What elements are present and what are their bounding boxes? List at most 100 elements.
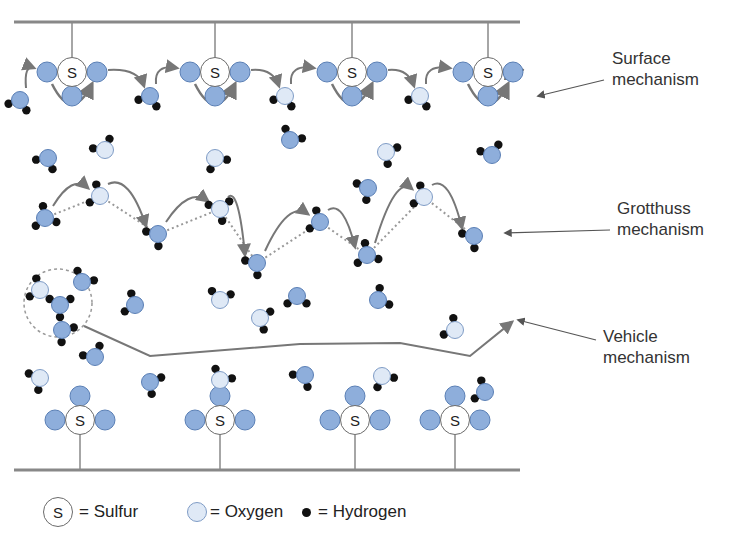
oxygen-atom: [312, 214, 329, 231]
oxygen-atom: [320, 410, 340, 430]
oxygen-atom: [370, 410, 390, 430]
hop-arrow: [251, 70, 279, 86]
hydrogen-atom: [228, 374, 236, 382]
hydrogen-atom: [253, 271, 261, 279]
oxygen-atom: [207, 150, 224, 167]
hydrogen-bond: [257, 222, 320, 263]
oxygen-atom: [92, 188, 109, 205]
sulfur-atom: S: [65, 405, 95, 435]
oxygen-atom: [127, 297, 144, 314]
hydrogen-atom: [223, 155, 231, 163]
hydrogen-atom: [32, 155, 40, 163]
hydrogen-atom: [470, 244, 478, 252]
atom-symbol: S: [75, 413, 85, 428]
hop-arrow: [265, 211, 308, 251]
hydrogen-atom: [298, 134, 306, 142]
legend-text: = Sulfur: [79, 503, 138, 520]
sulfur-atom: S: [340, 405, 370, 435]
atom-symbol: S: [483, 65, 493, 80]
oxygen-atom: [185, 410, 205, 430]
oxygen-atom: [249, 255, 266, 272]
oxygen-atom: [45, 410, 65, 430]
oxygen-atom: [359, 247, 376, 264]
oxygen-atom: [360, 180, 377, 197]
oxygen-atom: [466, 228, 483, 245]
bond-stem: [214, 22, 216, 57]
oxygen-atom: [447, 322, 464, 339]
hydrogen-atom: [147, 390, 155, 398]
oxygen-atom: [212, 372, 229, 389]
bond-stem: [79, 435, 81, 470]
oxygen-atom: [420, 410, 440, 430]
legend-swatch: [302, 508, 311, 517]
atom-symbol: S: [53, 505, 63, 520]
bond-stem: [487, 22, 489, 57]
oxygen-atom: [32, 282, 49, 299]
oxygen-atom: [12, 92, 29, 109]
oxygen-atom: [503, 62, 523, 82]
bond-stem: [351, 22, 353, 57]
membrane-wall: [14, 22, 520, 470]
oxygen-atom: [180, 62, 200, 82]
oxygen-atom: [87, 62, 107, 82]
atom-symbol: S: [210, 65, 220, 80]
hydrogen-atom: [79, 351, 87, 359]
oxygen-atom: [445, 386, 465, 406]
oxygen-atom: [97, 142, 114, 159]
atom-symbol: S: [347, 65, 357, 80]
vehicle-path: [84, 322, 512, 356]
hop-arrow: [26, 67, 34, 88]
atom-symbol: S: [215, 413, 225, 428]
molecules: [4, 62, 523, 430]
oxygen-atom: [54, 322, 71, 339]
oxygen-atom: [367, 62, 387, 82]
oxygen-atom: [62, 86, 82, 106]
hop-arrow: [108, 70, 144, 86]
hydrogen-bond: [220, 209, 257, 263]
oxygen-atom: [37, 62, 57, 82]
hydrogen-atom: [449, 314, 457, 322]
hydrogen-atom: [383, 160, 391, 168]
bond-stem: [219, 435, 221, 470]
hydrogen-bond: [424, 197, 474, 236]
hydrogen-atom: [90, 276, 98, 284]
oxygen-atom: [412, 88, 429, 105]
oxygen-atom: [277, 88, 294, 105]
oxygen-atom: [252, 310, 269, 327]
hydrogen-atom: [34, 386, 42, 394]
hop-arrow: [53, 184, 88, 206]
hydrogen-atom: [362, 196, 370, 204]
hydrogen-bond: [367, 197, 424, 255]
oxygen-atom: [282, 132, 299, 149]
legend-text: = Oxygen: [210, 503, 283, 520]
hop-arrow: [426, 67, 450, 84]
hop-arrow: [291, 67, 314, 84]
oxygen-atom: [477, 384, 494, 401]
oxygen-atom: [52, 297, 69, 314]
hop-arrow: [108, 182, 146, 226]
oxygen-atom: [345, 386, 365, 406]
hydrogen-atom: [56, 313, 64, 321]
oxygen-atom: [70, 386, 90, 406]
hydrogen-atom: [289, 370, 297, 378]
oxygen-atom: [212, 292, 229, 309]
oxygen-atom: [212, 201, 229, 218]
hop-arrow: [432, 183, 462, 228]
mechanism-label: Surface mechanism: [612, 48, 737, 91]
mechanism-label: Vehicle mechanism: [603, 326, 728, 369]
leader-arrows: [505, 80, 610, 340]
hop-arrow: [156, 67, 177, 84]
atom-symbol: S: [450, 413, 460, 428]
oxygen-atom: [235, 410, 255, 430]
oxygen-atom: [374, 368, 391, 385]
hop-arrow: [166, 197, 208, 222]
hop-arrow: [388, 70, 414, 86]
sulfur-atom: S: [57, 57, 87, 87]
hydrogen-atom: [57, 338, 65, 346]
oxygen-atom: [289, 288, 306, 305]
oxygen-atom: [370, 292, 387, 309]
legend-swatch: [187, 502, 207, 522]
bond-stem: [71, 22, 73, 57]
hop-arrow: [375, 187, 412, 243]
